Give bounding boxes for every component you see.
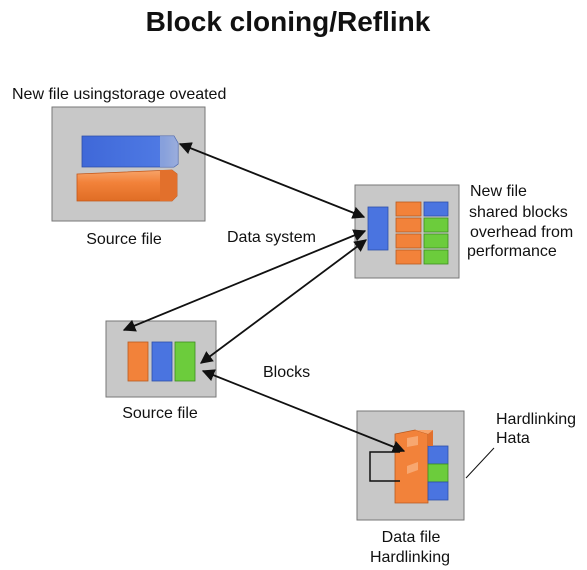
hardlinking-leader-line bbox=[465, 447, 495, 479]
data-system-label: Data system bbox=[227, 229, 316, 246]
block-blue-bar bbox=[81, 135, 179, 168]
top-panel-caption: New file usingstorage oveated bbox=[12, 86, 226, 103]
block-orange-bar bbox=[76, 169, 178, 202]
mid-green-block bbox=[174, 341, 196, 382]
hardlinking-label-2: Hata bbox=[496, 430, 530, 447]
hardlinking-label-1: Hardlinking bbox=[496, 411, 576, 428]
new-file-label-2: shared blocks bbox=[469, 204, 568, 221]
blocks-label: Blocks bbox=[263, 364, 310, 381]
arrow-blocks-to-newfile bbox=[199, 239, 368, 364]
mid-orange-block bbox=[127, 341, 149, 382]
source-file-label-top: Source file bbox=[86, 231, 162, 248]
shared-block-grid bbox=[395, 201, 449, 265]
arrow-top-to-newfile bbox=[178, 142, 366, 219]
new-file-label-4: performance bbox=[467, 243, 557, 260]
data-file-label-1: Data file bbox=[382, 529, 441, 546]
arrow-blocks-to-datafile bbox=[201, 369, 406, 453]
new-file-label-3: overhead from bbox=[470, 224, 573, 241]
new-file-label-1: New file bbox=[470, 183, 527, 200]
data-file-label-2: Hardlinking bbox=[370, 549, 450, 566]
new-file-blue-block bbox=[367, 206, 389, 251]
mid-blue-block bbox=[151, 341, 173, 382]
diagram-title: Block cloning/Reflink bbox=[146, 6, 431, 37]
source-file-label-mid: Source file bbox=[122, 405, 198, 422]
